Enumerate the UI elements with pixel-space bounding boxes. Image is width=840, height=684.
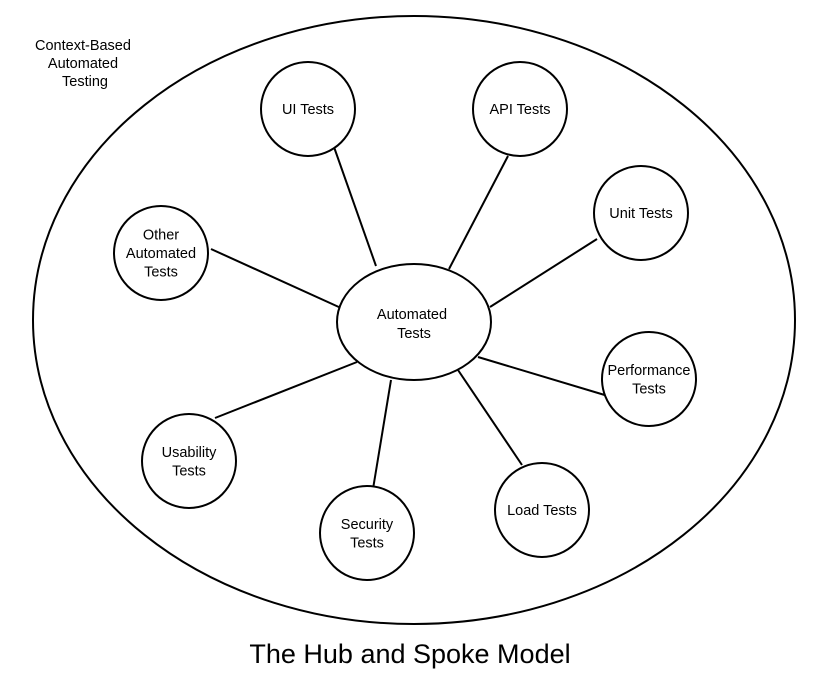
security-tests-connector [372,379,392,490]
spoke-connectors [210,146,609,490]
context-label: Context-Based Automated Testing [35,38,135,90]
performance-tests-connector [477,356,609,397]
unit-tests-label-line: Unit Tests [609,206,672,222]
api-tests-connector [448,155,509,270]
other-automated-tests-connector [210,248,342,309]
security-tests-circle [319,485,415,581]
context-label-line: Testing [62,74,108,90]
ui-tests-label-line: UI Tests [282,102,334,118]
api-tests-circle [472,61,568,157]
load-tests-connector [457,369,523,466]
context-label-line: Context-Based [35,38,131,54]
unit-tests-label: Unit Tests [609,206,672,222]
other-automated-tests-label-line: Tests [144,265,178,281]
load-tests-circle [494,462,590,558]
ui-tests-label: UI Tests [282,102,334,118]
hub-label-line: Tests [397,326,431,342]
ui-tests-connector [333,146,377,267]
unit-tests-circle [593,165,689,261]
unit-tests-node: Unit Tests [593,165,689,261]
ui-tests-node: UI Tests [260,61,356,157]
usability-tests-label-line: Tests [172,463,206,479]
api-tests-label: API Tests [490,102,551,118]
unit-tests-connector [489,238,598,308]
security-tests-label-line: Tests [350,535,384,551]
context-boundary-ellipse [32,15,796,625]
load-tests-label-line: Load Tests [507,503,577,519]
hub-node: Automated Tests [336,263,492,381]
context-label-line: Automated [48,56,118,72]
usability-tests-label-line: Usability [162,445,218,461]
hub-label: Automated Tests [377,307,451,342]
hub-label-line: Automated [377,307,447,323]
load-tests-node: Load Tests [494,462,590,558]
performance-tests-circle [601,331,697,427]
other-automated-tests-circle [113,205,209,301]
api-tests-label-line: API Tests [490,102,551,118]
usability-tests-circle [141,413,237,509]
performance-tests-label-line: Tests [632,381,666,397]
other-automated-tests-label-line: Automated [126,246,196,262]
api-tests-node: API Tests [472,61,568,157]
security-tests-label-line: Security [341,517,394,533]
diagram-title: The Hub and Spoke Model [249,639,570,669]
load-tests-label: Load Tests [507,503,577,519]
hub-ellipse [336,263,492,381]
usability-tests-connector [214,361,358,419]
other-automated-tests-label-line: Other [143,228,179,244]
performance-tests-label-line: Performance [607,363,690,379]
ui-tests-circle [260,61,356,157]
